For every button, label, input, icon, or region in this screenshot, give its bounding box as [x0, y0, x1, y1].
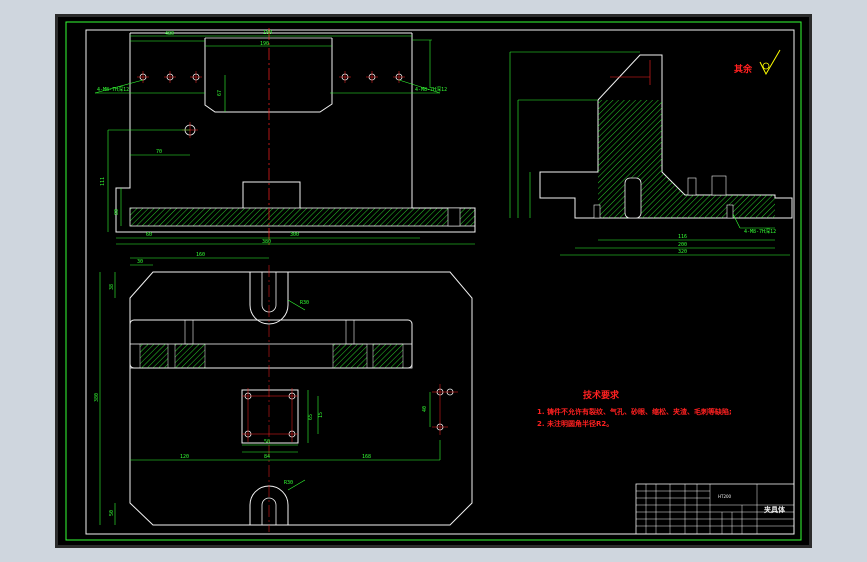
dim-side-2: 200: [678, 242, 687, 248]
tech-req-line-1: 1. 铸件不允许有裂纹、气孔、砂眼、缩松、夹渣、毛刺等缺陷;: [537, 407, 732, 416]
dim-plan-5: 120: [180, 454, 189, 460]
technical-requirements: 技术要求 1. 铸件不允许有裂纹、气孔、砂眼、缩松、夹渣、毛刺等缺陷; 2. 未…: [537, 389, 732, 428]
plan-hatch-2: [174, 343, 206, 369]
dim-side-3: 320: [678, 249, 687, 255]
roughness-note: 其余: [734, 49, 781, 76]
section-hatch-upright: [598, 100, 662, 172]
dim-top-5: 111: [100, 177, 106, 186]
plan-view: 160 30 38 380 120 168 50 84 65 40 15 R30…: [94, 252, 473, 532]
callout-threads-left: 4-M8-7H深12: [97, 86, 129, 93]
dim-plan-8: 84: [264, 454, 270, 460]
dim-side-1: 116: [678, 234, 687, 240]
tech-req-line-2: 2. 未注明圆角半径R2。: [537, 419, 613, 428]
sheet-border-outer: [65, 21, 802, 541]
dim-top-7: 60: [146, 232, 152, 238]
dim-top-6: 80: [114, 209, 120, 215]
dim-plan-3: 38: [109, 284, 115, 290]
dim-top-4: 70: [156, 149, 162, 155]
dim-plan-6: 168: [362, 454, 371, 460]
title-block-material: HT200: [718, 494, 732, 499]
plan-hatch-4: [372, 343, 404, 369]
front-view: 480 180 190 67 70 111 80 60 300 380 4-M8…: [94, 28, 476, 246]
dim-plan-7: 50: [264, 439, 270, 445]
tech-req-title: 技术要求: [583, 389, 620, 401]
dim-top-2: 190: [260, 41, 269, 47]
dim-top-3: 67: [217, 90, 223, 96]
dim-top-1: 480: [165, 31, 174, 37]
drawing-canvas: [58, 17, 809, 545]
dim-top-8: 300: [290, 232, 299, 238]
front-view-base-hatch: [129, 207, 476, 227]
dim-top-9: 380: [262, 239, 271, 245]
sheet-border-inner: [85, 29, 795, 535]
dim-top-1b: 180: [263, 30, 272, 36]
callout-side-threads: 4-M8-7H深12: [744, 228, 776, 235]
dim-plan-12: R30: [300, 300, 309, 306]
dim-plan-1: 160: [196, 252, 205, 258]
dim-plan-13: R30: [284, 480, 293, 486]
dim-plan-11: 15: [318, 412, 324, 418]
dim-plan-9: 65: [308, 414, 314, 420]
title-block: HT200 夹具体: [635, 483, 795, 535]
callout-threads-right: 4-M8-7H深12: [415, 86, 447, 93]
roughness-symbol-icon: [759, 49, 781, 76]
dim-plan-2: 30: [137, 259, 143, 265]
dim-plan-14: 50: [109, 510, 115, 516]
dim-plan-4: 380: [94, 393, 100, 402]
title-block-part-name: 夹具体: [764, 505, 786, 514]
front-view-dimension-lines: [94, 35, 475, 245]
dim-plan-10: 40: [422, 406, 428, 412]
side-section-view: 116 200 320 4-M8-7H深12: [509, 51, 793, 256]
plan-view-dimension-lines: [99, 257, 441, 525]
roughness-label: 其余: [734, 63, 753, 75]
plan-hatch-3: [332, 343, 368, 369]
plan-hatch-1: [139, 343, 169, 369]
